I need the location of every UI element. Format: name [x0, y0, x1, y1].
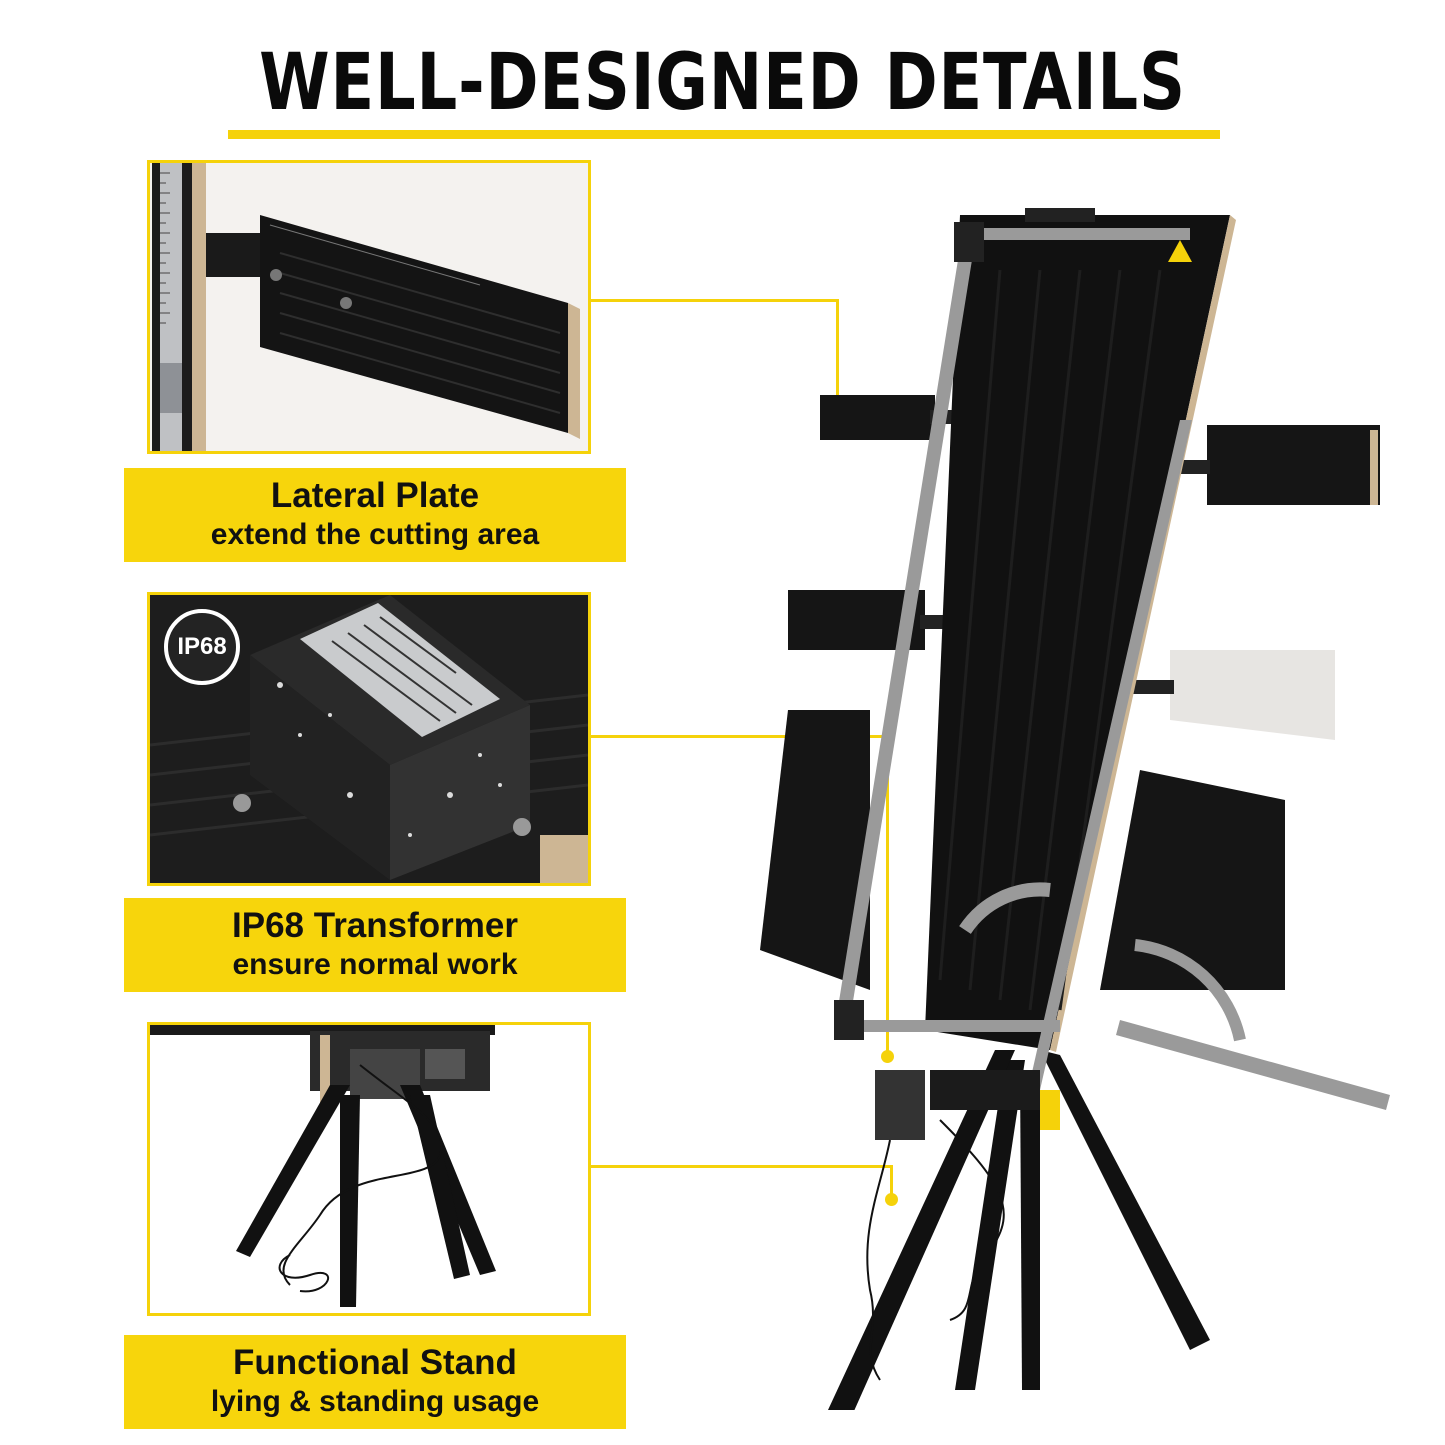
- page-title: WELL-DESIGNED DETAILS: [259, 38, 1186, 128]
- lateral-plate-subtitle: extend the cutting area: [210, 518, 540, 551]
- stand-caption: Functional Stand lying & standing usage: [124, 1335, 626, 1429]
- connector-stand-h: [591, 1165, 893, 1168]
- transformer-title: IP68 Transformer: [232, 906, 518, 945]
- stand-photo: [147, 1022, 591, 1316]
- connector-transformer-h: [591, 735, 889, 738]
- product-illustration: [740, 190, 1400, 1410]
- stand-title: Functional Stand: [233, 1343, 517, 1382]
- ip68-badge: IP68: [164, 609, 240, 685]
- lateral-plate-title: Lateral Plate: [270, 476, 480, 515]
- lateral-plate-photo: [147, 160, 591, 454]
- title-underline: [228, 130, 1220, 139]
- connector-stand-dot: [885, 1193, 898, 1206]
- connector-lateral-v: [836, 299, 839, 411]
- stand-subtitle: lying & standing usage: [210, 1385, 540, 1418]
- lateral-plate-caption: Lateral Plate extend the cutting area: [124, 468, 626, 562]
- connector-transformer-dot: [881, 1050, 894, 1063]
- transformer-photo: IP68: [147, 592, 591, 886]
- transformer-caption: IP68 Transformer ensure normal work: [124, 898, 626, 992]
- connector-transformer-v: [886, 735, 889, 1055]
- connector-stand-v: [890, 1165, 893, 1199]
- connector-lateral-h: [591, 299, 839, 302]
- transformer-subtitle: ensure normal work: [232, 948, 518, 981]
- angle-protractor-icon: [959, 882, 1051, 935]
- caution-sticker-icon: [1025, 208, 1095, 222]
